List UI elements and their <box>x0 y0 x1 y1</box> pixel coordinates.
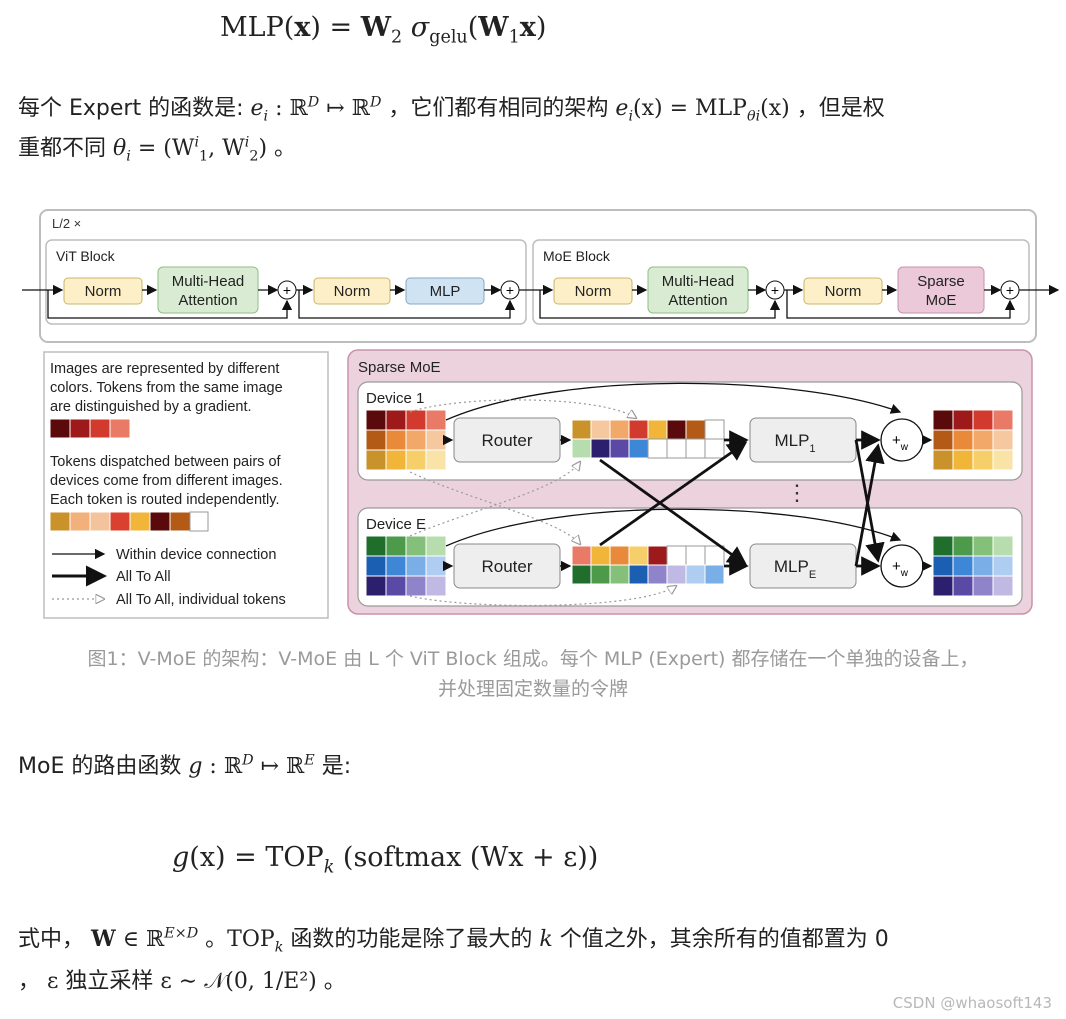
mlp-box <box>405 277 485 305</box>
svg-text:MLPE: MLPE <box>774 557 816 581</box>
weighted-sum-node-e <box>880 544 924 588</box>
svg-text:+w: +w <box>892 558 909 579</box>
svg-text:Norm: Norm <box>334 283 371 300</box>
svg-text:Norm: Norm <box>575 283 612 300</box>
svg-text:Tokens dispatched between pair: Tokens dispatched between pairs of <box>50 454 282 470</box>
legend-mixed-swatch <box>49 511 209 532</box>
device-1-output-tokens <box>932 409 1014 471</box>
device-e-output-tokens <box>932 535 1014 597</box>
svg-text:+: + <box>1006 282 1014 298</box>
device-1-title: Device 1 <box>366 390 424 407</box>
svg-text:Each token is routed independe: Each token is routed independently. <box>50 492 279 508</box>
vit-block-title: ViT Block <box>56 248 116 264</box>
svg-text:MLP: MLP <box>430 283 461 300</box>
legend-gradient-swatch <box>49 418 131 439</box>
device-e-title: Device E <box>366 516 426 533</box>
svg-text:Norm: Norm <box>825 283 862 300</box>
legend-within-label: Within device connection <box>116 547 276 563</box>
norm-box-3 <box>553 277 633 305</box>
caption-line-1: 图1：V-MoE 的架构：V-MoE 由 L 个 ViT Block 组成。每个… <box>87 648 979 670</box>
device-1-input-tokens <box>365 409 447 471</box>
legend-individual-label: All To All, individual tokens <box>116 592 286 608</box>
svg-text:+w: +w <box>892 432 909 453</box>
svg-text:Router: Router <box>481 557 532 576</box>
device-1-dispatch-buffer <box>571 419 725 459</box>
svg-text:Multi-Head: Multi-Head <box>172 273 245 290</box>
norm-box-1 <box>63 277 143 305</box>
equation-routing: g(x) = TOPk (softmax (Wx + ε)) <box>172 842 599 878</box>
figure-caption: 图1：V-MoE 的架构：V-MoE 由 L 个 ViT Block 组成。每个… <box>0 644 1066 704</box>
svg-text:Router: Router <box>481 431 532 450</box>
svg-text:Images are represented by diff: Images are represented by different <box>50 361 279 377</box>
device-e-dispatch-buffer <box>571 545 725 585</box>
paragraph-routing-function: MoE 的路由函数 g : ℝD ↦ ℝE 是: <box>18 752 352 779</box>
vertical-dots: ⋮ <box>786 480 808 505</box>
norm-box-4 <box>803 277 883 305</box>
legend-text-1: Images are represented by different colo… <box>50 361 283 415</box>
device-e-input-tokens <box>365 535 447 597</box>
equation-mlp: MLP(x) = W2 σgelu(W1x) <box>220 12 547 48</box>
paragraph-top-k: 式中， W ∈ ℝE×D 。TOPk 函数的功能是除了最大的 k 个值之外，其余… <box>18 922 1058 999</box>
csdn-watermark: CSDN @whaosoft143 <box>892 994 1052 1012</box>
svg-text:are distinguished by a gradien: are distinguished by a gradient. <box>50 399 252 415</box>
vmoe-architecture-figure: L/2 × ViT Block MoE Block Norm Multi-Hea… <box>22 209 1060 619</box>
paragraph-line-2: 重都不同 θi = (Wi1, Wi2) 。 <box>18 134 297 165</box>
paragraph-topk-line-1: 式中， W ∈ ℝE×D 。TOPk 函数的功能是除了最大的 k 个值之外，其余… <box>18 925 889 956</box>
svg-text:Attention: Attention <box>668 292 727 309</box>
legend-alltoall-label: All To All <box>116 569 171 585</box>
weighted-sum-node-1 <box>880 418 924 462</box>
paragraph-line-1: 每个 Expert 的函数是: ei : ℝD ↦ ℝD ，它们都有相同的架构 … <box>18 94 885 125</box>
caption-line-2: 并处理固定数量的令牌 <box>437 678 628 700</box>
sparse-moe-title: Sparse MoE <box>358 359 441 376</box>
norm-box-2 <box>313 277 391 305</box>
paragraph-topk-line-2: ， ε 独立采样 ε ∼ 𝒩(0, 1/E²) 。 <box>18 969 346 994</box>
paragraph-expert-function: 每个 Expert 的函数是: ei : ℝD ↦ ℝD ，它们都有相同的架构 … <box>18 92 1058 166</box>
svg-text:Attention: Attention <box>178 292 237 309</box>
svg-text:MLP1: MLP1 <box>774 431 815 455</box>
legend-text-2: Tokens dispatched between pairs of devic… <box>50 454 283 508</box>
moe-block-title: MoE Block <box>543 248 611 264</box>
svg-text:Sparse: Sparse <box>917 273 965 290</box>
svg-text:+: + <box>283 282 291 298</box>
svg-text:+: + <box>771 282 779 298</box>
repeat-label: L/2 × <box>52 216 81 231</box>
svg-text:Norm: Norm <box>85 283 122 300</box>
svg-text:Multi-Head: Multi-Head <box>662 273 735 290</box>
svg-text:+: + <box>506 282 514 298</box>
svg-text:devices come from different im: devices come from different images. <box>50 473 283 489</box>
svg-text:MoE: MoE <box>926 292 957 309</box>
svg-text:colors. Tokens from the same i: colors. Tokens from the same image <box>50 380 283 396</box>
